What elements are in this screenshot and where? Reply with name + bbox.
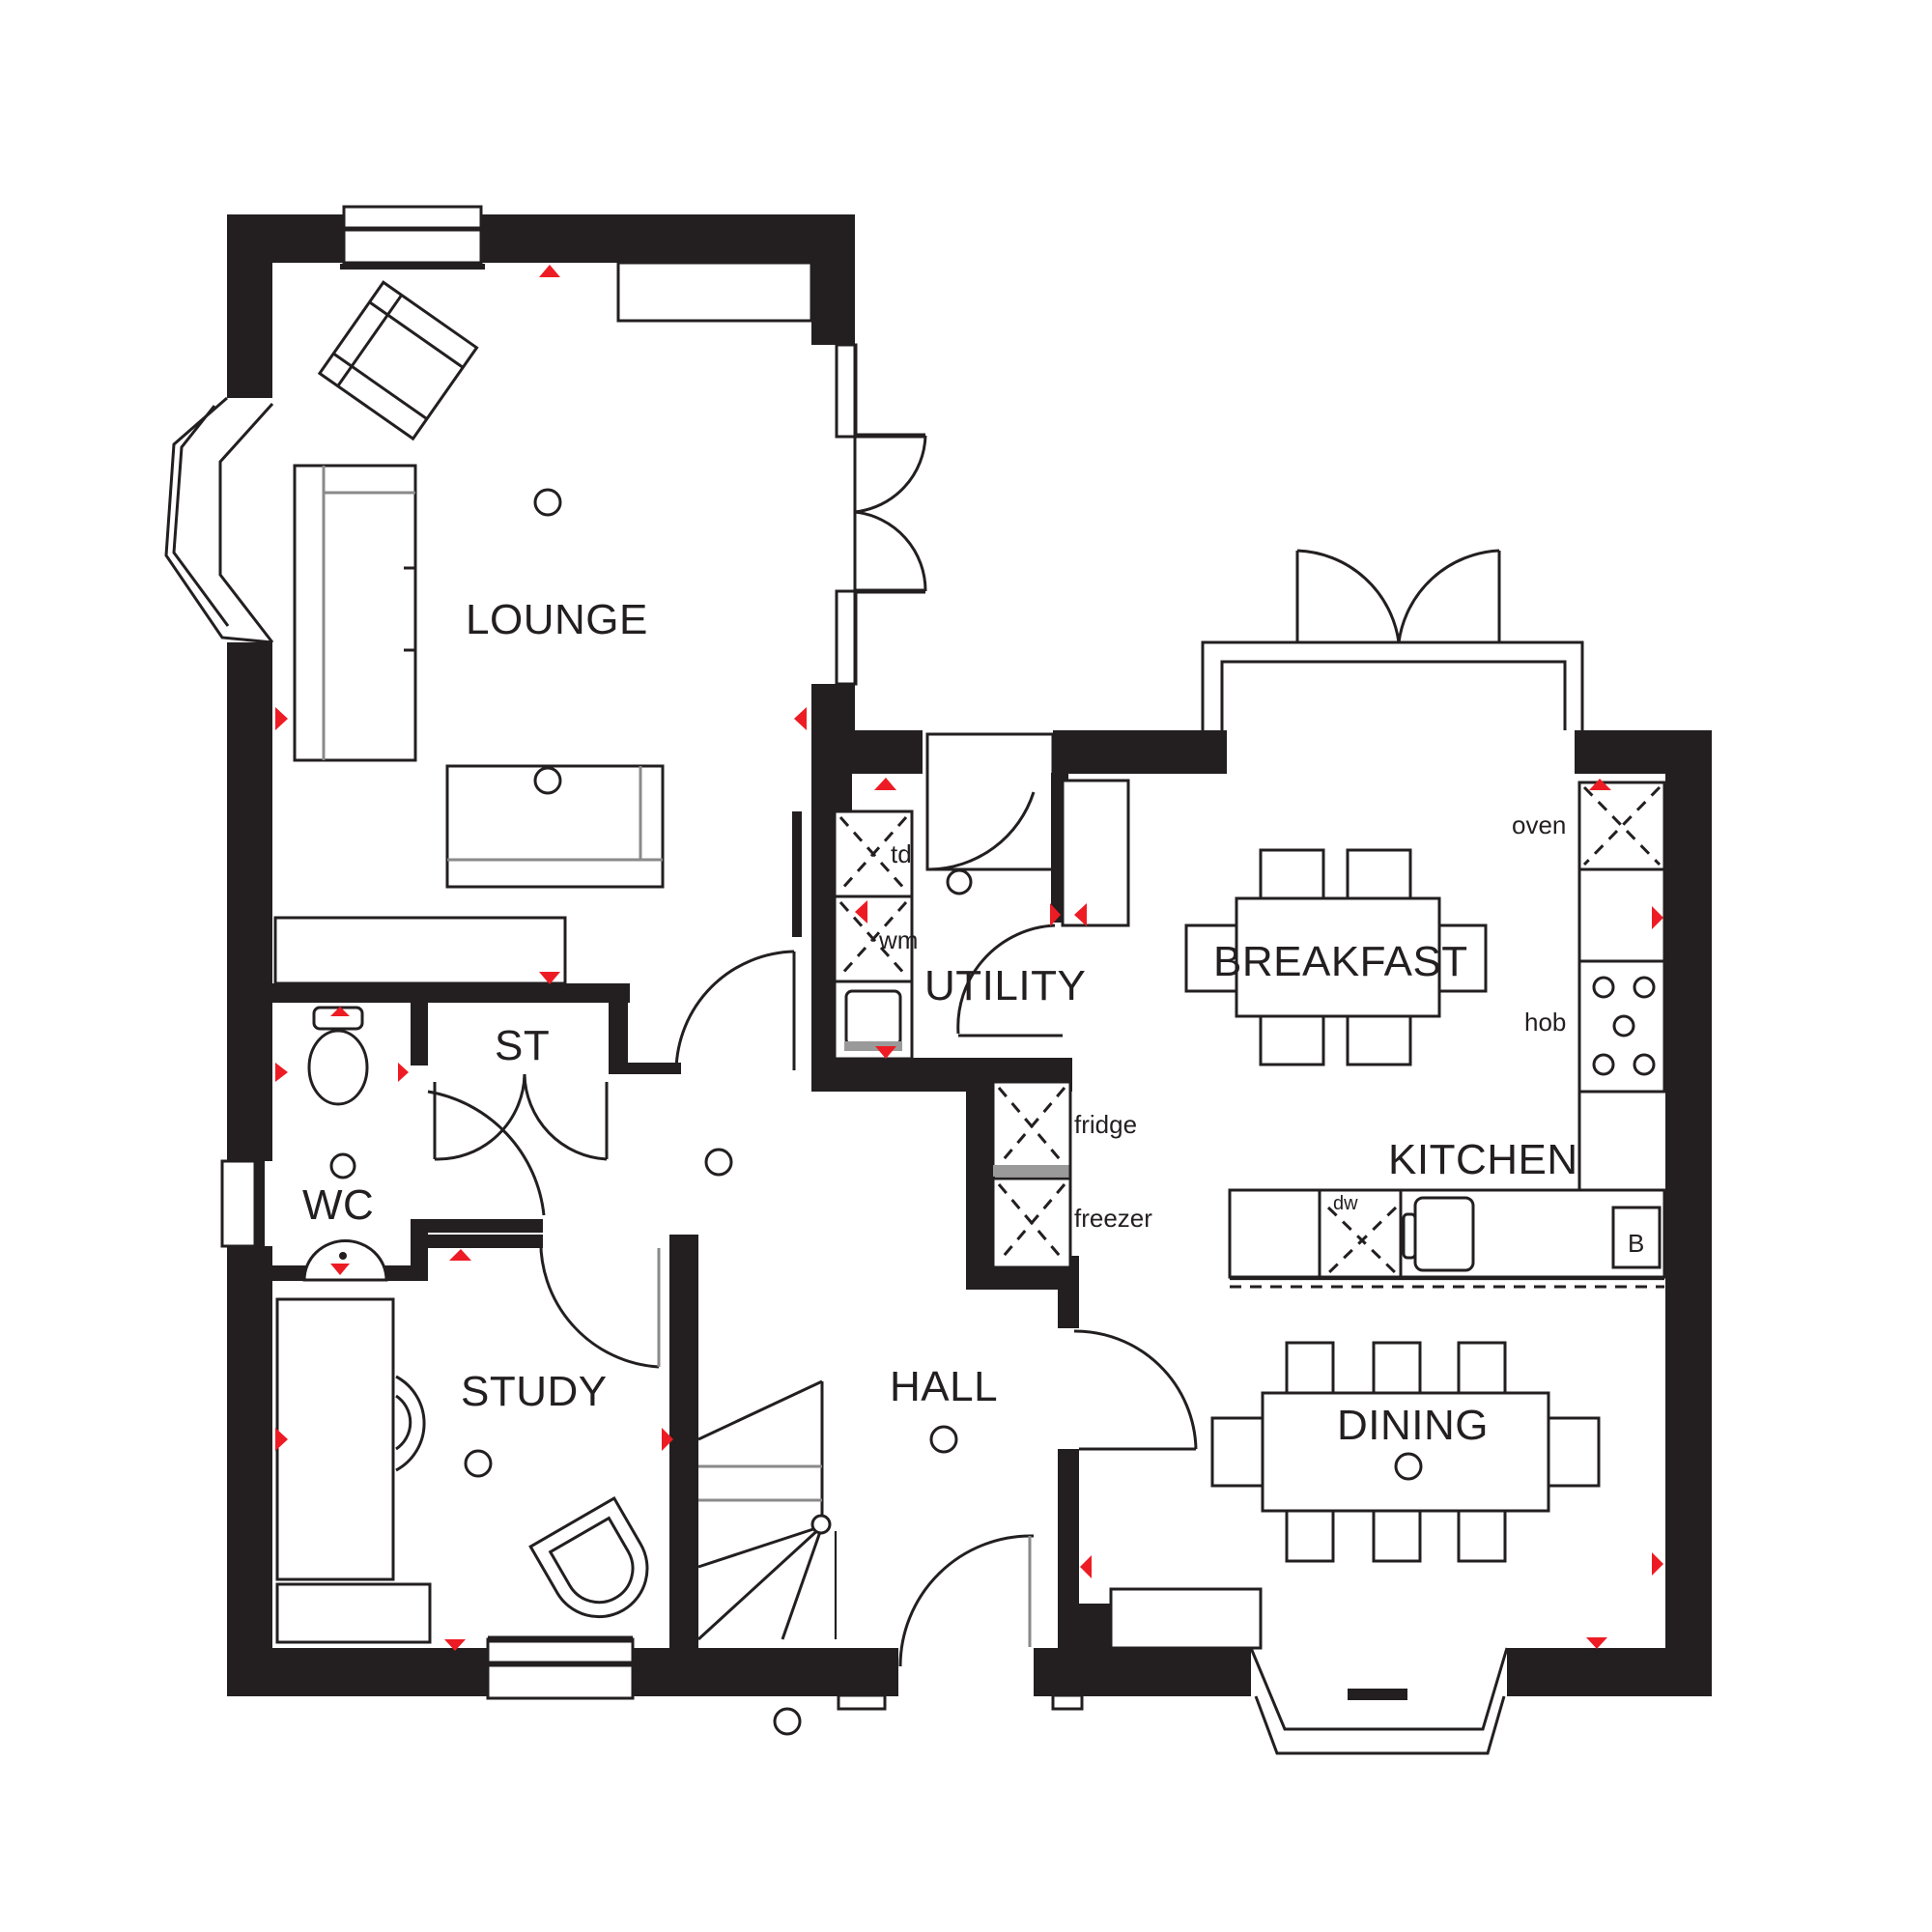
label-boiler: B: [1628, 1229, 1644, 1258]
light-icon: [929, 1425, 958, 1454]
socket-markers: [275, 265, 1663, 1651]
doors: [427, 433, 1501, 1711]
kitchen-fittings: [991, 781, 1666, 1289]
label-fridge: fridge: [1074, 1110, 1137, 1139]
study-furniture: [275, 1297, 649, 1644]
utility-fittings: [792, 779, 1130, 1061]
ceiling-lights: [464, 488, 1423, 1736]
light-icon: [1394, 1452, 1423, 1481]
room-labels: LOUNGE UTILITY BREAKFAST KITCHEN ST WC S…: [302, 596, 1578, 1449]
room-label-st: ST: [495, 1022, 550, 1069]
room-label-study: STUDY: [461, 1368, 608, 1415]
light-icon: [533, 766, 562, 795]
desk-chair: [528, 1495, 649, 1619]
lounge-furniture: [273, 261, 813, 985]
label-freezer: freezer: [1074, 1204, 1152, 1233]
light-icon: [533, 488, 562, 517]
light-icon: [773, 1707, 802, 1736]
label-td: td: [891, 839, 912, 868]
label-oven: oven: [1512, 810, 1566, 839]
armchair: [317, 280, 479, 441]
sideboard: [273, 916, 567, 985]
room-label-dining: DINING: [1337, 1402, 1489, 1449]
label-wm: wm: [878, 925, 918, 954]
room-label-kitchen: KITCHEN: [1388, 1136, 1578, 1183]
room-label-lounge: LOUNGE: [466, 596, 648, 643]
windows: [164, 205, 1584, 1755]
label-hob: hob: [1524, 1008, 1566, 1037]
breakfast-table: [1184, 848, 1488, 1066]
sofa: [293, 464, 417, 762]
room-label-wc: WC: [302, 1181, 374, 1229]
dining-table: [1109, 1341, 1601, 1650]
light-icon: [704, 1148, 733, 1177]
appliance-labels: td wm oven hob fridge freezer dw B: [878, 810, 1644, 1258]
room-label-breakfast: BREAKFAST: [1213, 938, 1468, 985]
room-label-utility: UTILITY: [924, 962, 1086, 1009]
external-walls: [227, 214, 1712, 1696]
staircase: [679, 1235, 838, 1650]
room-label-hall: HALL: [890, 1363, 998, 1410]
label-dw: dw: [1333, 1193, 1358, 1214]
wc-fittings: [302, 1006, 388, 1282]
light-icon: [464, 1449, 493, 1478]
media-unit: [616, 261, 813, 323]
